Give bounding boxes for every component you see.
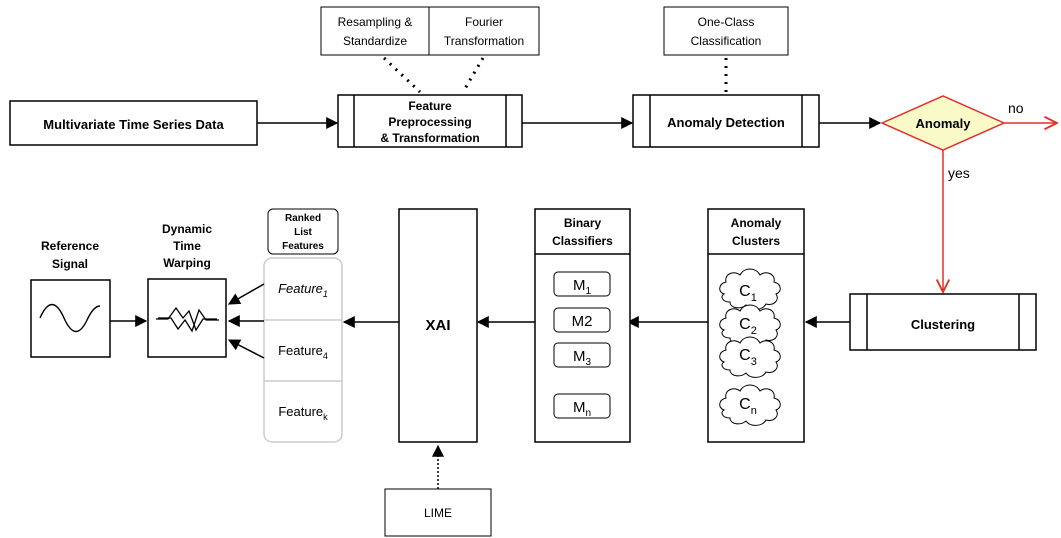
model-base: M xyxy=(573,277,586,294)
model-item: M2 xyxy=(553,307,611,333)
dtw-warp-glyph xyxy=(156,306,217,332)
model-sub: n xyxy=(585,408,591,419)
cluster-item: C1 xyxy=(719,268,781,310)
binary-title-2: Classifiers xyxy=(552,234,613,248)
cluster-base: C xyxy=(739,283,751,300)
fourier-line-1: Fourier xyxy=(465,15,503,29)
svg-text:Cn: Cn xyxy=(739,396,757,417)
svg-text:C2: C2 xyxy=(739,316,757,337)
cluster-list: C1 C2 C3 Cn xyxy=(719,268,781,426)
anomaly-clusters-title-1: Anomaly xyxy=(731,216,782,230)
binary-title-1: Binary xyxy=(564,216,602,230)
anomaly-clusters-title-2: Clusters xyxy=(732,234,780,248)
svg-text:M3: M3 xyxy=(573,348,592,368)
edge-feature1-dtw xyxy=(227,283,265,305)
dtw-node: Dynamic Time Warping xyxy=(147,222,227,358)
svg-text:Mn: Mn xyxy=(573,399,591,419)
preprocess-node: Feature Preprocessing & Transformation xyxy=(337,94,523,148)
feature-base: Feature xyxy=(278,404,323,419)
cluster-item: Cn xyxy=(719,384,781,426)
feature-base: Feature xyxy=(278,281,323,296)
svg-text:C3: C3 xyxy=(739,347,757,368)
resampling-node: Resampling & Standardize xyxy=(320,6,430,56)
resampling-line-1: Resampling & xyxy=(338,15,413,29)
fourier-line-2: Transformation xyxy=(444,34,524,48)
preprocess-line-2: Preprocessing xyxy=(388,115,471,129)
edge-featurek-dtw xyxy=(227,339,265,359)
cluster-item: C3 xyxy=(719,336,781,378)
anomaly-decision-node: Anomaly xyxy=(880,95,1006,151)
preprocess-line-1: Feature xyxy=(408,99,452,113)
cluster-base: C xyxy=(739,316,751,333)
svg-text:C1: C1 xyxy=(739,283,757,304)
feature-item: Featurek xyxy=(278,404,328,422)
model-item: M3 xyxy=(553,342,611,368)
anomaly-detection-node: Anomaly Detection xyxy=(632,94,820,148)
input-node: Multivariate Time Series Data xyxy=(9,100,258,146)
svg-text:M1: M1 xyxy=(573,277,592,297)
one-class-node: One-Class Classification xyxy=(663,6,789,56)
reference-title-2: Signal xyxy=(52,257,88,271)
xai-label: XAI xyxy=(425,317,450,334)
feature-base: Feature xyxy=(278,343,323,358)
ranked-list-title: Ranked List Features xyxy=(267,208,339,255)
cluster-sub: n xyxy=(751,405,757,417)
cluster-base: C xyxy=(739,396,751,413)
feature-sub: 4 xyxy=(323,351,328,361)
dotted-resampling xyxy=(382,56,422,94)
input-label: Multivariate Time Series Data xyxy=(43,117,224,132)
fourier-node: Fourier Transformation xyxy=(428,6,540,56)
model-item: Mn xyxy=(553,393,611,419)
dtw-title-1: Dynamic xyxy=(162,222,212,236)
svg-text:M2: M2 xyxy=(572,313,593,330)
edge-yes-label: yes xyxy=(948,165,970,181)
feature-sub: k xyxy=(323,412,328,422)
ranked-title-3: Features xyxy=(282,241,324,252)
dtw-title-3: Warping xyxy=(163,256,211,270)
cluster-sub: 3 xyxy=(751,356,757,368)
model-sub: 1 xyxy=(585,286,591,297)
clustering-label: Clustering xyxy=(911,317,975,332)
feature-item: Feature1 xyxy=(278,281,328,299)
cluster-sub: 2 xyxy=(751,325,757,337)
dotted-fourier xyxy=(461,57,485,93)
reference-signal-node: Reference Signal xyxy=(30,239,111,358)
feature-item: Feature4 xyxy=(278,343,328,361)
sine-wave-icon xyxy=(39,303,101,333)
cluster-base: C xyxy=(739,347,751,364)
model-sub: 3 xyxy=(585,357,591,368)
resampling-line-2: Standardize xyxy=(343,34,407,48)
model-list: M1 M2 M3 Mn xyxy=(553,271,611,419)
model-item: M1 xyxy=(553,271,611,297)
model-base: M xyxy=(573,399,586,416)
ranked-title-1: Ranked xyxy=(285,213,321,224)
reference-title-1: Reference xyxy=(41,239,99,253)
ranked-feature-list: Feature1 Feature4 Featurek xyxy=(263,257,343,443)
lime-label: LIME xyxy=(424,506,452,520)
dtw-title-2: Time xyxy=(173,239,201,253)
anomaly-decision-label: Anomaly xyxy=(916,116,972,131)
lime-node: LIME xyxy=(384,488,492,537)
feature-sub: 1 xyxy=(323,289,328,299)
model-base: M2 xyxy=(572,313,593,330)
xai-node: XAI xyxy=(398,208,478,443)
preprocess-line-3: & Transformation xyxy=(380,131,479,145)
one-class-line-1: One-Class xyxy=(698,15,755,29)
edge-no-label: no xyxy=(1008,100,1024,116)
clustering-node: Clustering xyxy=(849,293,1037,351)
model-base: M xyxy=(573,348,586,365)
one-class-line-2: Classification xyxy=(691,34,762,48)
ranked-title-2: List xyxy=(294,227,312,238)
cluster-sub: 1 xyxy=(751,292,757,304)
anomaly-detection-label: Anomaly Detection xyxy=(667,115,785,130)
